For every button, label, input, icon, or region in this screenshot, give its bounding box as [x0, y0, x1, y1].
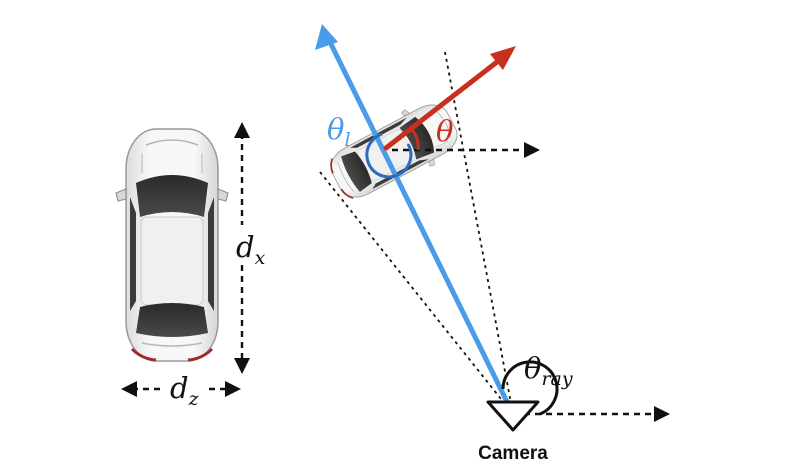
theta-arc	[410, 129, 420, 151]
car-horizontal-axis	[392, 142, 540, 158]
theta-arrow	[383, 46, 516, 151]
camera-caption: Camera	[478, 443, 548, 464]
camera-icon	[486, 400, 540, 432]
dz-label: dz	[170, 371, 200, 410]
theta-ray-arc	[501, 360, 559, 416]
theta-ray-label: θray	[524, 351, 573, 390]
theta-l-label: θl	[327, 112, 351, 151]
dz-arrow	[121, 372, 241, 406]
theta-label: θ	[436, 114, 453, 148]
camera-horizontal-axis	[513, 406, 670, 422]
reference-car	[114, 127, 230, 363]
dx-label: dx	[236, 230, 266, 269]
ray-lines	[319, 51, 514, 415]
theta-l-arc	[365, 132, 413, 179]
theta-l-arrow	[315, 24, 516, 417]
dx-arrow	[232, 122, 254, 374]
